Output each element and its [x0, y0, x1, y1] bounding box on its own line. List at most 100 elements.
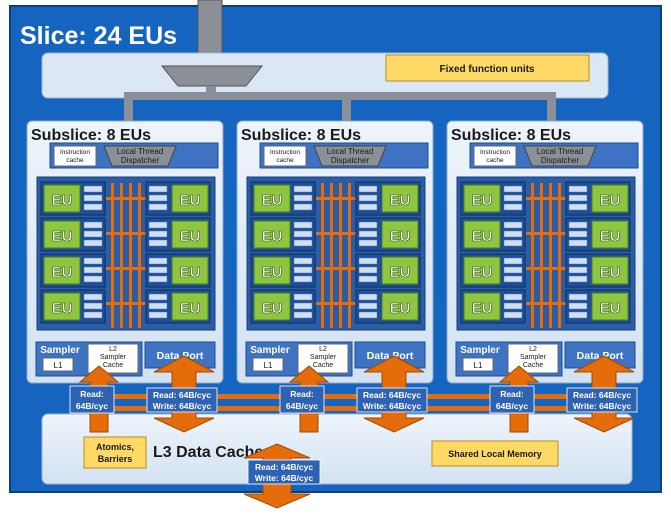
l3-title: L3 Data Cache — [153, 444, 263, 461]
instruction-cache-box — [263, 145, 307, 167]
eu-core — [591, 292, 629, 321]
eu-label: EU — [262, 192, 283, 209]
eu-core — [591, 220, 629, 249]
eu-register-file — [568, 221, 588, 229]
eu-interconnect-h2 — [526, 232, 566, 235]
sampler-read-box — [489, 385, 535, 414]
instruction-cache-label-2: cache — [276, 157, 294, 164]
l2-sampler-cache-label-2: Sampler — [520, 354, 547, 361]
l2-sampler-cache-label-1: L2 — [529, 346, 537, 353]
eu-interconnect-v3 — [339, 183, 342, 328]
instruction-cache-label-1: Instruction — [480, 149, 510, 156]
eu-register-file — [83, 221, 103, 229]
eu-interconnect-h3 — [526, 267, 566, 270]
eu-register-file — [148, 293, 168, 301]
eu-register-file — [358, 230, 378, 238]
data-port-write-label: Write: 64B/cyc — [363, 401, 422, 411]
l3-bandwidth-box — [247, 459, 321, 485]
eu-core — [463, 184, 501, 213]
eu-register-file — [83, 203, 103, 211]
eu-register-file — [568, 266, 588, 274]
sampler-read-box — [279, 385, 325, 414]
eu-core — [591, 184, 629, 213]
thread-dispatcher-funnel — [103, 145, 177, 167]
eu-right-2: EU — [355, 217, 421, 252]
eu-core — [381, 256, 419, 285]
eu-register-file — [83, 257, 103, 265]
eu-right-2: EU — [565, 217, 631, 252]
eu-register-file — [293, 275, 313, 283]
thread-dispatcher-label-2: Dispatcher — [121, 156, 160, 165]
eu-register-file — [148, 230, 168, 238]
eu-left-3: EU — [460, 253, 526, 288]
eu-interconnect-v4 — [558, 183, 561, 328]
eu-register-file — [503, 257, 523, 265]
eu-right-4: EU — [355, 289, 421, 324]
eu-register-file — [293, 266, 313, 274]
slm-box — [431, 440, 559, 467]
eu-label: EU — [472, 192, 493, 209]
eu-register-file — [293, 257, 313, 265]
eu-register-file — [293, 239, 313, 247]
eu-register-file — [503, 302, 523, 310]
eu-left-3: EU — [40, 253, 106, 288]
eu-register-file — [358, 194, 378, 202]
eu-core — [381, 220, 419, 249]
eu-interconnect-h2 — [106, 232, 146, 235]
eu-interconnect-h1 — [106, 197, 146, 200]
eu-label: EU — [390, 264, 411, 281]
eu-register-file — [293, 302, 313, 310]
sampler-read-label-1: Read: — [290, 389, 314, 399]
distribution-drop-1 — [124, 92, 133, 147]
eu-interconnect-v1 — [321, 183, 324, 328]
data-port-box — [354, 341, 426, 369]
eu-interconnect-v2 — [330, 183, 333, 328]
eu-register-file — [503, 266, 523, 274]
l1-box — [252, 357, 284, 372]
eu-register-file — [293, 230, 313, 238]
eu-core — [253, 220, 291, 249]
l2-sampler-cache-label-1: L2 — [109, 346, 117, 353]
data-port-label: Data Port — [367, 350, 414, 362]
slice-title: Slice: 24 EUs — [20, 22, 177, 50]
l2-sampler-cache-label-2: Sampler — [100, 354, 127, 361]
eu-core — [171, 184, 209, 213]
eu-core — [463, 256, 501, 285]
sampler-label: Sampler — [40, 345, 80, 356]
eu-right-2: EU — [145, 217, 211, 252]
eu-right-1: EU — [145, 181, 211, 216]
eu-register-file — [568, 230, 588, 238]
subslice-title: Subslice: 8 EUs — [241, 127, 361, 144]
eu-label: EU — [600, 264, 621, 281]
eu-label: EU — [390, 300, 411, 317]
eu-right-4: EU — [145, 289, 211, 324]
eu-interconnect-h3 — [316, 267, 356, 270]
eu-register-file — [293, 194, 313, 202]
eu-label: EU — [52, 192, 73, 209]
eu-register-file — [83, 293, 103, 301]
thread-dispatcher-label-1: Local Thread — [117, 147, 164, 156]
eu-register-file — [83, 266, 103, 274]
eu-left-4: EU — [40, 289, 106, 324]
data-port-label: Data Port — [157, 350, 204, 362]
eu-register-file — [83, 194, 103, 202]
eu-label: EU — [600, 192, 621, 209]
eu-register-file — [293, 293, 313, 301]
l2-sampler-cache-label-3: Cache — [313, 362, 333, 369]
eu-label: EU — [52, 228, 73, 245]
l3-bus-bottom — [78, 406, 630, 411]
atomics-label-1: Atomics, — [96, 442, 134, 452]
eu-interconnect-h4 — [526, 302, 566, 305]
eu-register-file — [358, 266, 378, 274]
eu-core — [171, 220, 209, 249]
eu-register-file — [503, 194, 523, 202]
data-port-read-label: Read: 64B/cyc — [363, 390, 421, 400]
eu-register-file — [148, 302, 168, 310]
eu-interconnect-h1 — [526, 197, 566, 200]
eu-right-4: EU — [565, 289, 631, 324]
eu-register-file — [148, 239, 168, 247]
eu-core — [253, 292, 291, 321]
eu-left-2: EU — [460, 217, 526, 252]
eu-label: EU — [600, 228, 621, 245]
